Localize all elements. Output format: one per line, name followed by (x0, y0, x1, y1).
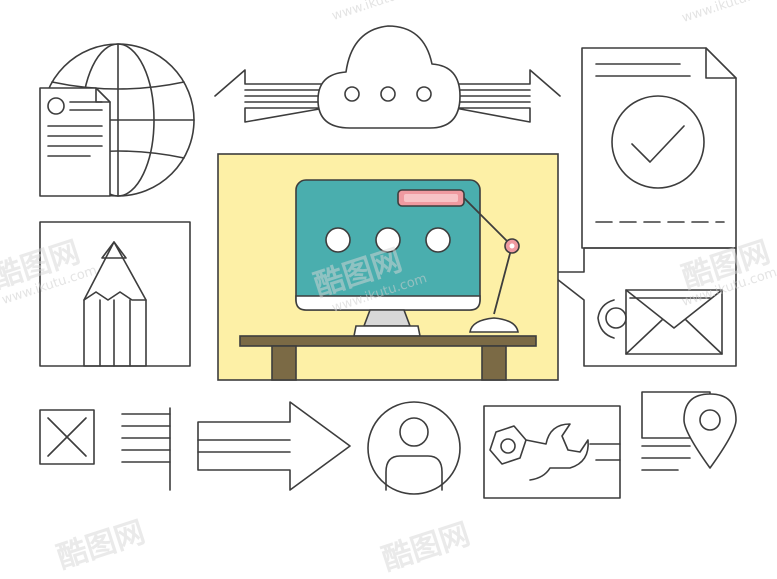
bidirectional-arrow-icon (214, 69, 561, 123)
computer-desk-lamp-illustration (217, 153, 559, 381)
pencil-card-icon (39, 221, 191, 367)
flat-line-icon-set (39, 25, 737, 499)
wrench-card-icon (483, 405, 621, 499)
cloud-icon (317, 25, 461, 129)
map-location-icon (641, 391, 737, 471)
right-arrow-icon (197, 401, 351, 491)
approved-document-icon (581, 47, 737, 249)
globe-document-icon (39, 43, 195, 197)
checkbox-list-icon (39, 407, 171, 491)
mail-settings-icon (547, 247, 737, 367)
user-avatar-icon (367, 401, 461, 495)
